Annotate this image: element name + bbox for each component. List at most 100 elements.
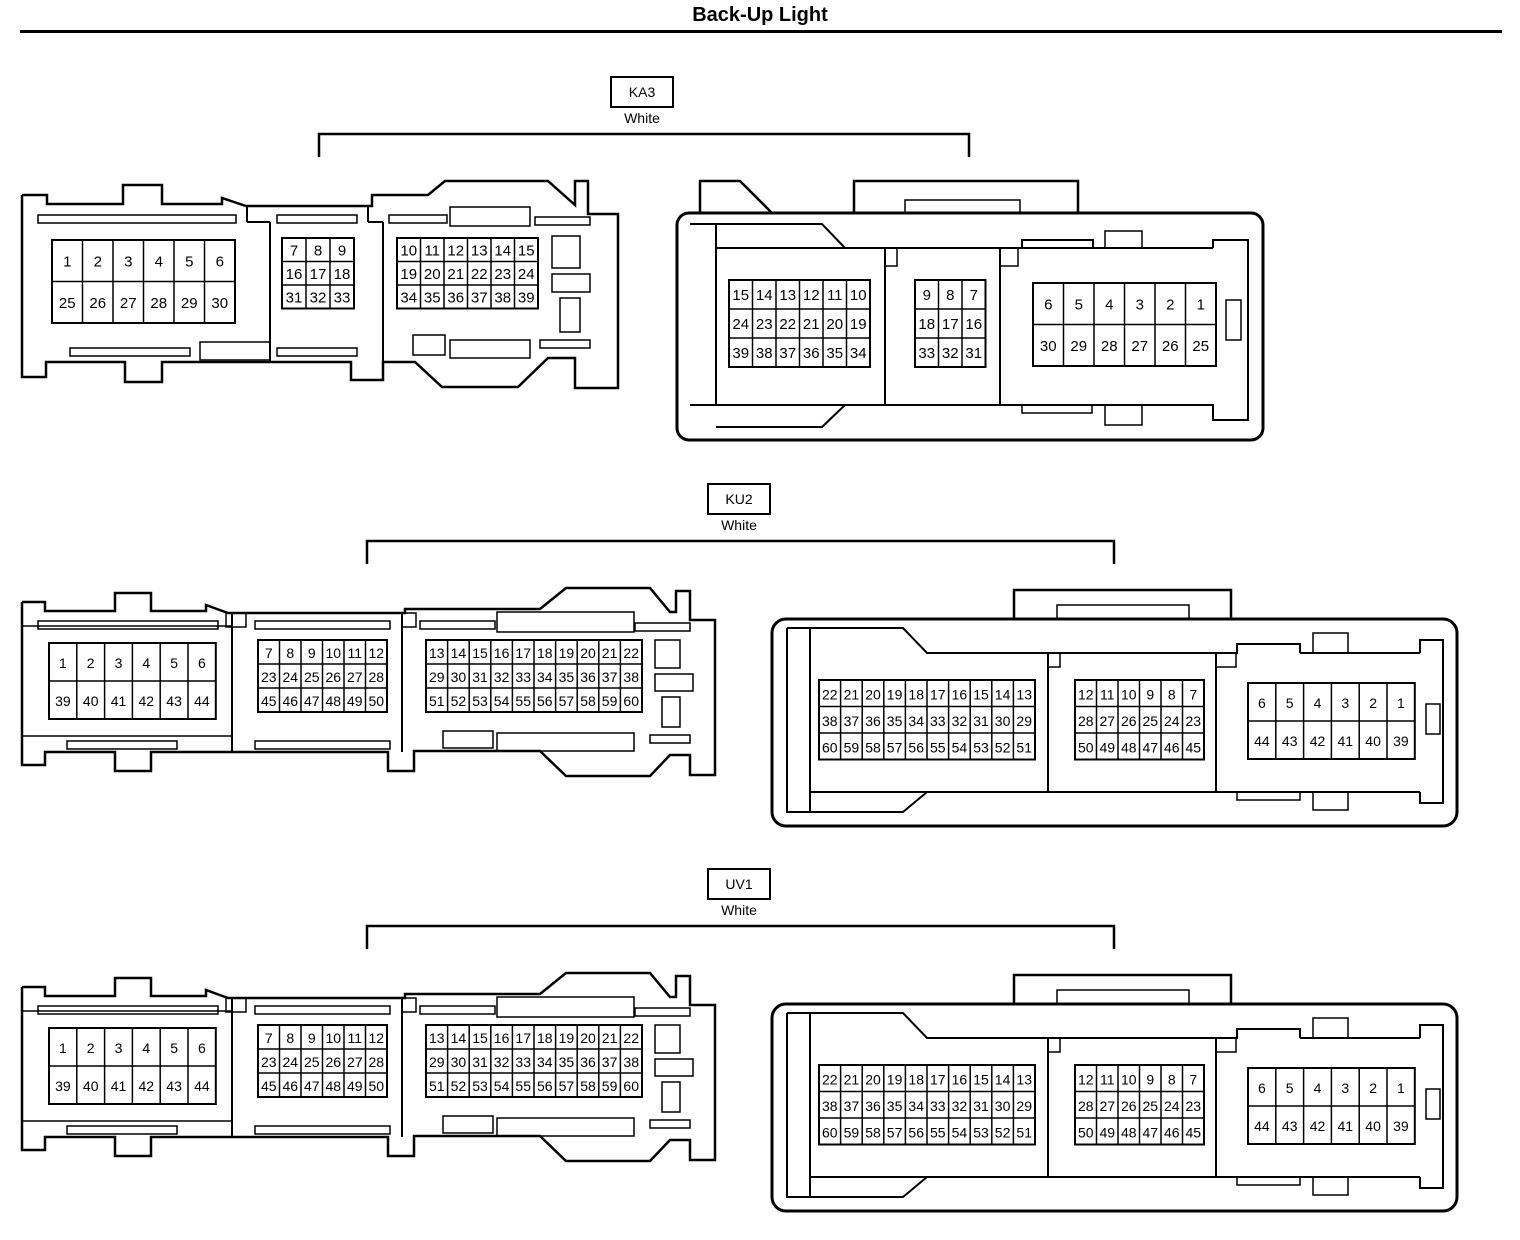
pin-number: 32 (310, 289, 327, 306)
lock-tab (551, 235, 581, 269)
pin-number: 33 (334, 289, 351, 306)
pin-number: 10 (1121, 1071, 1137, 1087)
pin-number: 34 (908, 1098, 924, 1114)
pin-number: 39 (55, 693, 71, 709)
pin-number: 53 (973, 1124, 989, 1140)
housing-outline (20, 971, 717, 1163)
pin-number: 7 (265, 645, 273, 661)
latch-slot (496, 611, 635, 633)
pin-number: 22 (779, 316, 796, 333)
pin-number: 15 (472, 1030, 488, 1046)
pin-number: 1 (59, 1040, 67, 1056)
pin-number: 40 (83, 1078, 99, 1094)
pin-number: 60 (822, 739, 838, 755)
divider-notch (225, 997, 247, 1013)
pin-number: 31 (973, 1098, 989, 1114)
pin-number: 21 (844, 686, 860, 702)
lock-tab (654, 1024, 681, 1054)
pin-number: 25 (304, 1054, 320, 1070)
pin-number: 14 (451, 1030, 467, 1046)
pin-grid-border (281, 237, 355, 310)
pin-number: 23 (1185, 713, 1201, 729)
pin-number: 5 (170, 1040, 178, 1056)
pin-number: 11 (1100, 1071, 1115, 1087)
latch-slot (1312, 1176, 1349, 1196)
pin-number: 3 (115, 655, 123, 671)
pin-number: 26 (325, 1054, 341, 1070)
pin-number: 23 (261, 1054, 277, 1070)
pin-number: 21 (844, 1071, 860, 1087)
pin-number: 14 (995, 686, 1011, 702)
pin-number: 55 (930, 739, 946, 755)
pin-number: 39 (55, 1078, 71, 1094)
pin-number: 45 (1185, 739, 1201, 755)
pin-number: 56 (908, 1124, 924, 1140)
pin-number: 20 (865, 1071, 881, 1087)
pin-number: 16 (494, 1030, 510, 1046)
pin-number: 48 (1121, 1124, 1137, 1140)
pin-number: 28 (368, 669, 384, 685)
pin-number: 52 (451, 693, 467, 709)
guide-rail (649, 1119, 691, 1129)
pin-number: 8 (286, 1030, 294, 1046)
pin-number: 15 (973, 686, 989, 702)
pin-number: 37 (844, 713, 860, 729)
lock-tab (654, 1058, 694, 1077)
latch-slot (412, 334, 446, 356)
pairing-bracket (365, 539, 1116, 564)
pin-number: 36 (580, 669, 596, 685)
pin-number: 25 (304, 669, 320, 685)
pin-number: 43 (166, 693, 182, 709)
pin-number: 14 (494, 242, 511, 259)
divider-notch (1047, 1037, 1061, 1053)
pin-number: 26 (1121, 1098, 1137, 1114)
connector-id: KU2 (725, 491, 752, 507)
pin-number: 22 (623, 1030, 639, 1046)
pin-number: 37 (844, 1098, 860, 1114)
latch-rail (1236, 791, 1301, 801)
connector-id: KA3 (629, 84, 656, 100)
latch-rail (388, 214, 448, 224)
pin-number: 45 (261, 1078, 277, 1094)
pin-number: 59 (602, 1078, 618, 1094)
pin-number: 37 (471, 289, 488, 306)
pin-number: 49 (347, 1078, 363, 1094)
pin-number: 51 (1016, 739, 1032, 755)
connector-color: White (721, 902, 757, 918)
pin-number: 5 (1286, 695, 1294, 711)
lock-tab (654, 639, 681, 669)
pin-number: 57 (887, 1124, 903, 1140)
lock-tab (654, 673, 694, 692)
pin-number: 58 (580, 1078, 596, 1094)
pin-number: 7 (265, 1030, 273, 1046)
pin-number: 51 (1016, 1124, 1032, 1140)
pin-number: 27 (347, 669, 363, 685)
latch-rail (254, 620, 391, 630)
pin-number: 44 (1254, 733, 1270, 749)
pin-number: 23 (261, 669, 277, 685)
pin-number: 21 (602, 645, 618, 661)
pin-number: 31 (472, 669, 488, 685)
pin-number: 53 (472, 1078, 488, 1094)
pin-number: 9 (308, 1030, 316, 1046)
pin-number: 17 (515, 1030, 531, 1046)
pin-number: 50 (368, 693, 384, 709)
pin-number: 38 (756, 345, 773, 362)
pin-number: 36 (447, 289, 464, 306)
housing-outline (1012, 588, 1233, 619)
pin-number: 1 (1197, 296, 1205, 313)
page-title: Back-Up Light (692, 4, 828, 26)
pin-number: 56 (908, 739, 924, 755)
lock-tab (551, 273, 591, 293)
pin-number: 30 (995, 1098, 1011, 1114)
pin-number: 26 (1121, 713, 1137, 729)
pin-number: 35 (826, 345, 843, 362)
pin-number: 4 (1105, 296, 1113, 313)
latch-slot (496, 1117, 635, 1137)
